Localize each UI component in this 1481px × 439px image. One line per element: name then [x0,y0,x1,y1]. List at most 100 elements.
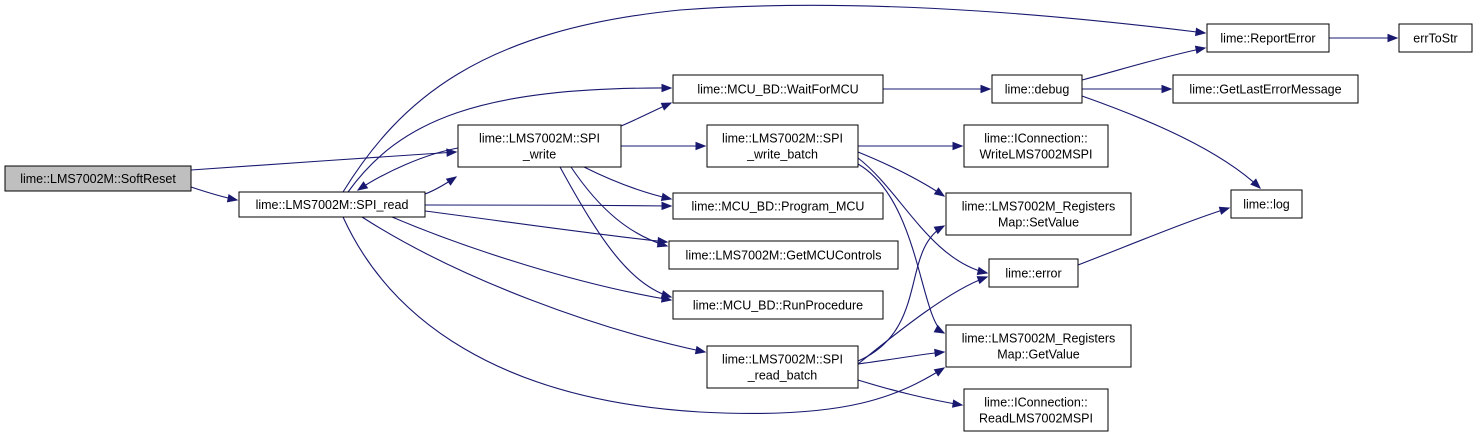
node-label: lime::LMS7002M::SPI [722,132,843,146]
node-label: lime::LMS7002M::SPI_read [256,198,409,212]
edge-line [559,166,672,298]
node-box [963,388,1109,432]
edge-spi_write-to-program_mcu [583,166,673,202]
edge-softreset-to-spi_read [190,186,239,203]
edge-line [570,166,668,247]
node-error[interactable]: lime::error [988,258,1079,288]
node-spi-write-batch[interactable]: lime::LMS7002M::SPI_write_batch [706,124,859,168]
edge-spi_write-to-waitformcu [620,102,673,127]
node-spi-read[interactable]: lime::LMS7002M::SPI_read [238,191,426,218]
node-box [1206,23,1330,53]
edge-line [342,216,945,415]
node-label: lime::log [1243,198,1290,212]
edge-line [342,4,1206,193]
arrowhead-icon [933,225,946,235]
edge-line [583,166,672,200]
node-debug[interactable]: lime::debug [991,74,1083,104]
node-label: lime::LMS7002M_Registers [962,200,1116,214]
edge-spi_read_batch-to-readlms [857,379,964,408]
edge-spi_read-to-spi_write [424,176,458,195]
arrowhead-icon [952,141,964,151]
arrowhead-icon [980,84,992,94]
edge-spi_write_batch-to-writelms [858,141,964,151]
edge-debug-to-getlasterror [1082,84,1173,94]
node-spi-read-batch[interactable]: lime::LMS7002M::SPI_read_batch [706,345,859,389]
node-label: lime::LMS7002M::SoftReset [20,172,176,186]
edge-spi_write-to-getmcucontrols [570,166,669,248]
node-label: lime::GetLastErrorMessage [1189,83,1341,97]
arrowhead-icon [661,83,673,93]
edge-line [190,151,457,171]
node-writelms[interactable]: lime::IConnection::WriteLMS7002MSPI [963,124,1109,168]
arrowhead-icon [661,201,673,211]
edge-spi_read-to-runprocedure [391,216,673,303]
node-reporterror[interactable]: lime::ReportError [1206,23,1330,53]
edge-softreset-to-spi_write [190,148,458,171]
node-box [706,345,859,389]
edge-reporterror-to-errtostr [1329,33,1399,43]
edge-error-to-log [1077,206,1231,266]
edge-waitformcu-to-debug [883,84,992,94]
node-box [991,74,1083,104]
edge-debug-to-reporterror [1081,45,1207,81]
node-label: _read_batch [747,369,818,383]
edge-line [1081,95,1261,189]
arrowhead-icon [1161,84,1173,94]
node-getlasterror[interactable]: lime::GetLastErrorMessage [1172,74,1359,104]
edge-line [361,216,706,353]
node-getmcucontrols[interactable]: lime::LMS7002M::GetMCUControls [668,240,899,270]
node-label: lime::MCU_BD::Program_MCU [692,200,865,214]
node-softreset[interactable]: lime::LMS7002M::SoftReset [4,165,192,192]
node-box [238,191,426,218]
edge-spi_write_batch-to-error [857,157,989,276]
arrowhead-icon [976,276,989,285]
edge-spi_write_batch-to-getvalue [857,163,946,334]
edge-line [424,210,668,243]
arrowhead-icon [934,348,946,358]
node-program-mcu[interactable]: lime::MCU_BD::Program_MCU [672,192,884,220]
edge-spi_read-to-spi_read_batch [361,216,707,355]
node-label: _write [522,148,556,162]
edge-spi_write_batch-to-setvalue [857,151,946,197]
node-box [1230,189,1303,219]
edge-line [424,204,672,207]
node-label: lime::ReportError [1220,32,1315,46]
edge-line [347,87,672,193]
arrowhead-icon [1250,178,1262,189]
node-box [672,74,884,104]
node-box [672,290,884,320]
arrowhead-icon [356,181,369,191]
edge-line [391,216,672,301]
node-errtostr[interactable]: errToStr [1398,23,1473,53]
node-runprocedure[interactable]: lime::MCU_BD::RunProcedure [672,290,884,320]
node-box [4,165,192,192]
node-label: Map::GetValue [997,348,1080,362]
node-label: lime::IConnection:: [984,396,1088,410]
arrowhead-icon [694,345,707,355]
arrowhead-icon [660,102,673,111]
node-box [457,124,622,168]
node-box [945,192,1132,236]
arrowhead-icon [933,324,946,334]
arrowhead-icon [226,193,239,203]
edge-line [1077,207,1230,266]
node-label: lime::LMS7002M::SPI [479,132,600,146]
arrowhead-icon [656,239,669,248]
arrowhead-icon [933,367,946,377]
edge-line [357,147,459,191]
edge-line [857,157,988,274]
arrowhead-icon [660,192,673,202]
edge-line [857,379,963,406]
edge-line [1081,47,1206,81]
edge-layer [190,4,1399,415]
edge-line [857,163,945,334]
node-spi-write[interactable]: lime::LMS7002M::SPI_write [457,124,622,168]
node-label: lime::MCU_BD::WaitForMCU [697,83,858,97]
node-log[interactable]: lime::log [1230,189,1303,219]
node-waitformcu[interactable]: lime::MCU_BD::WaitForMCU [672,74,884,104]
arrowhead-icon [1387,33,1399,43]
node-readlms[interactable]: lime::IConnection::ReadLMS7002MSPI [963,388,1109,432]
